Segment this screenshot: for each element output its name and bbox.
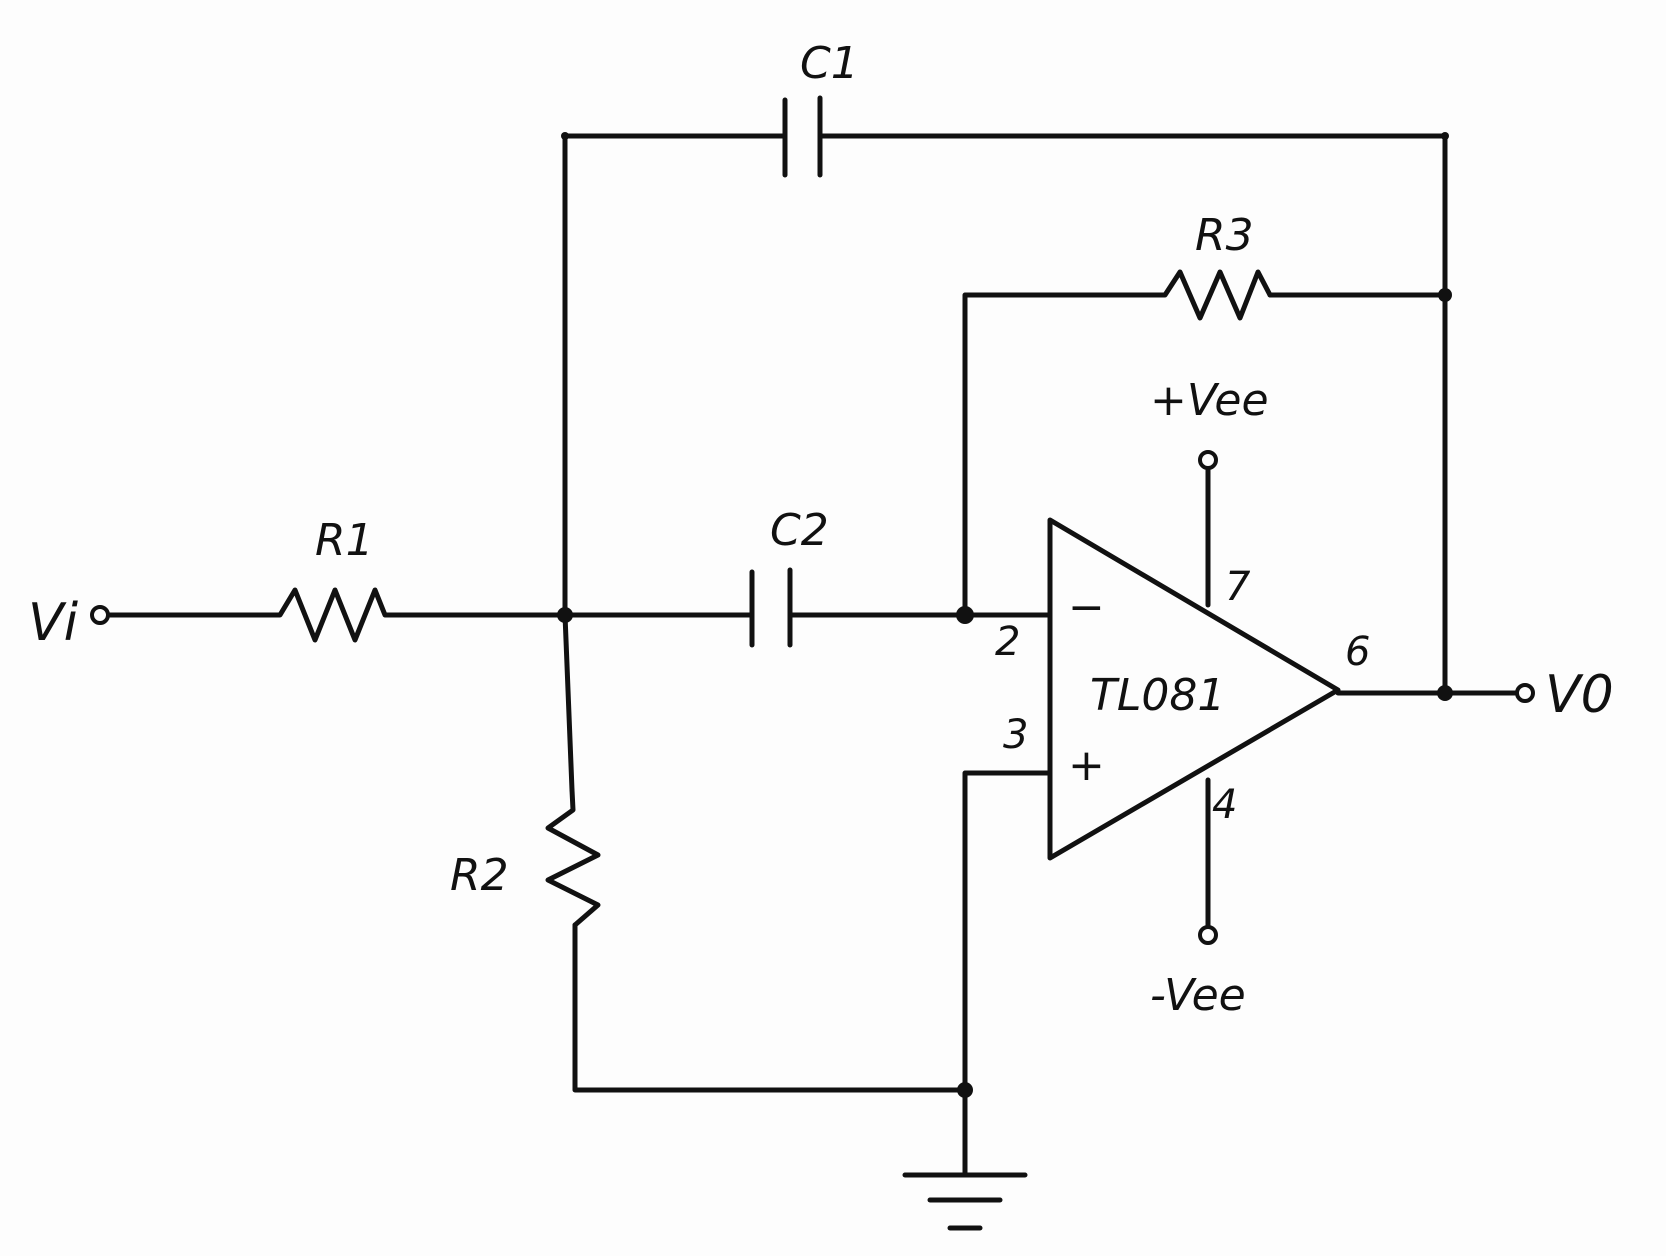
junction-c1-left <box>561 132 569 140</box>
junction-node-a <box>557 607 573 623</box>
terminal-vo <box>1515 683 1535 703</box>
label-r3: R3 <box>1195 210 1254 261</box>
junction-node-b <box>956 606 974 624</box>
label-r2: R2 <box>450 850 509 901</box>
ground-symbol <box>902 1172 1028 1231</box>
resistor-r1 <box>257 587 401 643</box>
terminal-vcc-neg <box>1198 925 1218 945</box>
terminal-vi <box>90 605 110 625</box>
wire-r2-ground <box>572 922 968 1093</box>
junction-r3-output <box>1438 288 1452 302</box>
label-pin4: 4 <box>1212 782 1237 828</box>
wire-pin3-ground <box>962 770 1053 1178</box>
label-opamp: TL081 <box>1090 670 1225 721</box>
junction-c1-right <box>1441 132 1449 140</box>
resistor-r2 <box>545 787 601 928</box>
wire-node-a-r2 <box>562 612 575 793</box>
junction-output <box>1437 685 1453 701</box>
wire-node-b-r3 <box>962 292 1153 618</box>
opamp-triangle <box>1047 517 1341 861</box>
resistor-r3 <box>1147 269 1273 321</box>
label-c2: C2 <box>770 505 829 556</box>
capacitor-c2 <box>749 567 793 648</box>
label-pin7: 7 <box>1225 564 1251 610</box>
label-vo: V0 <box>1545 665 1614 725</box>
terminal-vcc-pos <box>1198 450 1218 470</box>
label-r1: R1 <box>315 515 374 566</box>
wires <box>105 133 1518 1178</box>
label-c1: C1 <box>800 38 859 89</box>
label-pin3: 3 <box>1003 712 1028 758</box>
label-vi: Vi <box>28 593 79 653</box>
label-inverting-input: − <box>1068 582 1105 633</box>
junction-ground <box>957 1082 973 1098</box>
wire-node-a-c1 <box>562 133 788 618</box>
label-noninverting-input: + <box>1068 740 1105 791</box>
capacitor-c1 <box>782 95 823 178</box>
label-pin6: 6 <box>1345 629 1370 675</box>
label-pin2: 2 <box>995 619 1020 665</box>
label-vcc-pos: +Vee <box>1150 375 1269 426</box>
label-vcc-neg: -Vee <box>1150 970 1246 1021</box>
wire-c1-output <box>817 133 1448 696</box>
